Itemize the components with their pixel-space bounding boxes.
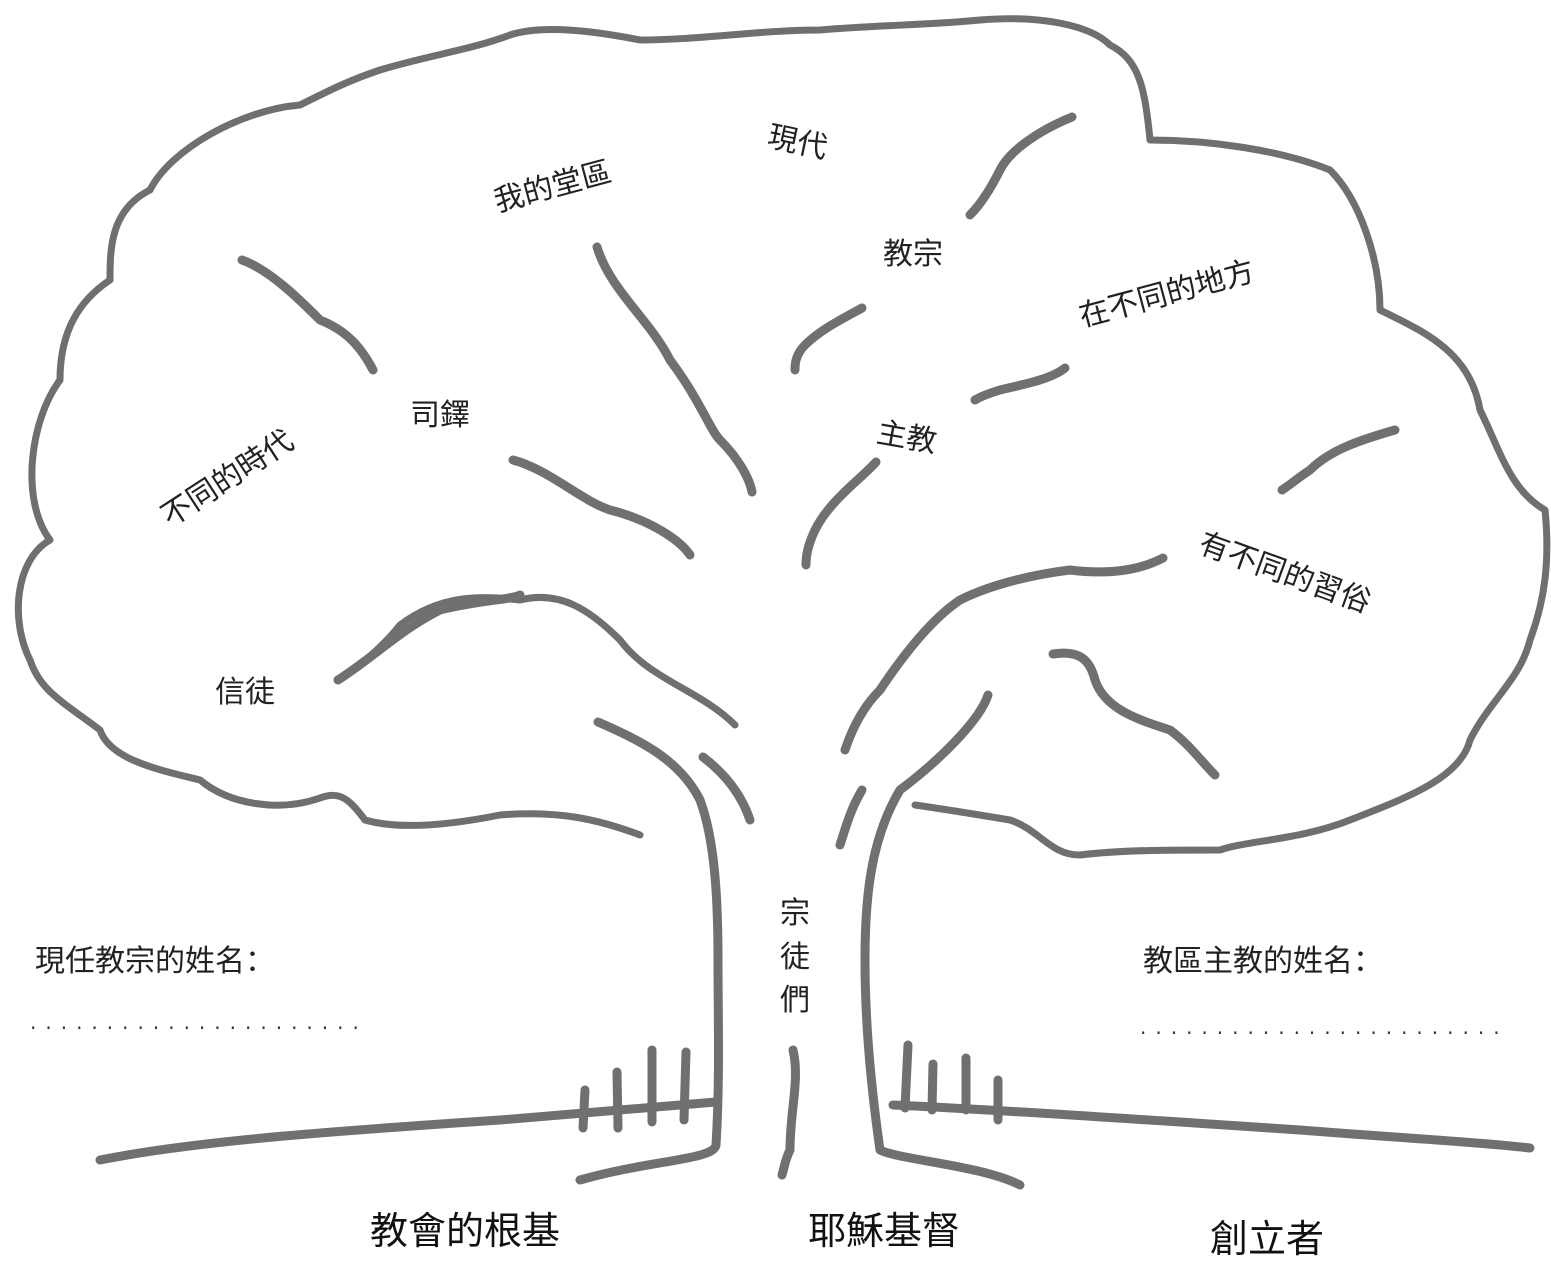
label-deacon: 司鐸 — [410, 398, 470, 433]
branch-11 — [1048, 648, 1220, 780]
pope-name-blank[interactable]: ...................... — [30, 1010, 368, 1034]
grass-right — [900, 1040, 1003, 1125]
branch-6 — [790, 303, 867, 375]
branch-5 — [965, 112, 1077, 220]
ground-left — [95, 1097, 721, 1165]
branch-8 — [801, 457, 881, 570]
bishop-name-blank[interactable]: ........................ — [1140, 1015, 1509, 1039]
footer-founder: 創立者 — [1210, 1217, 1325, 1261]
ground-right — [888, 1100, 1535, 1153]
branch-4 — [333, 590, 525, 685]
branch-9 — [840, 553, 1168, 755]
trunk-right — [860, 690, 1025, 1190]
trunk-left — [575, 717, 723, 1185]
branch-2 — [592, 242, 757, 497]
canopy-outline-bottom — [361, 810, 644, 839]
trunk-center — [777, 1045, 800, 1180]
branch-10 — [1277, 425, 1400, 495]
footer-jesus: 耶穌基督 — [808, 1209, 961, 1253]
branch-3 — [508, 455, 695, 560]
label-apostles: 宗徒們 — [780, 896, 810, 1018]
footer-foundation: 教會的根基 — [370, 1209, 561, 1253]
bishop-name-label: 教區主教的姓名： — [1143, 944, 1383, 979]
branch-7 — [970, 363, 1070, 405]
trunk-inner-left — [698, 752, 755, 825]
grass-left — [578, 1045, 691, 1133]
label-faithful: 信徒 — [215, 675, 275, 710]
trunk-inner-right — [835, 785, 867, 850]
branch-1 — [237, 255, 378, 375]
label-pope: 教宗 — [883, 237, 943, 272]
pope-name-label: 現任教宗的姓名： — [35, 944, 275, 979]
